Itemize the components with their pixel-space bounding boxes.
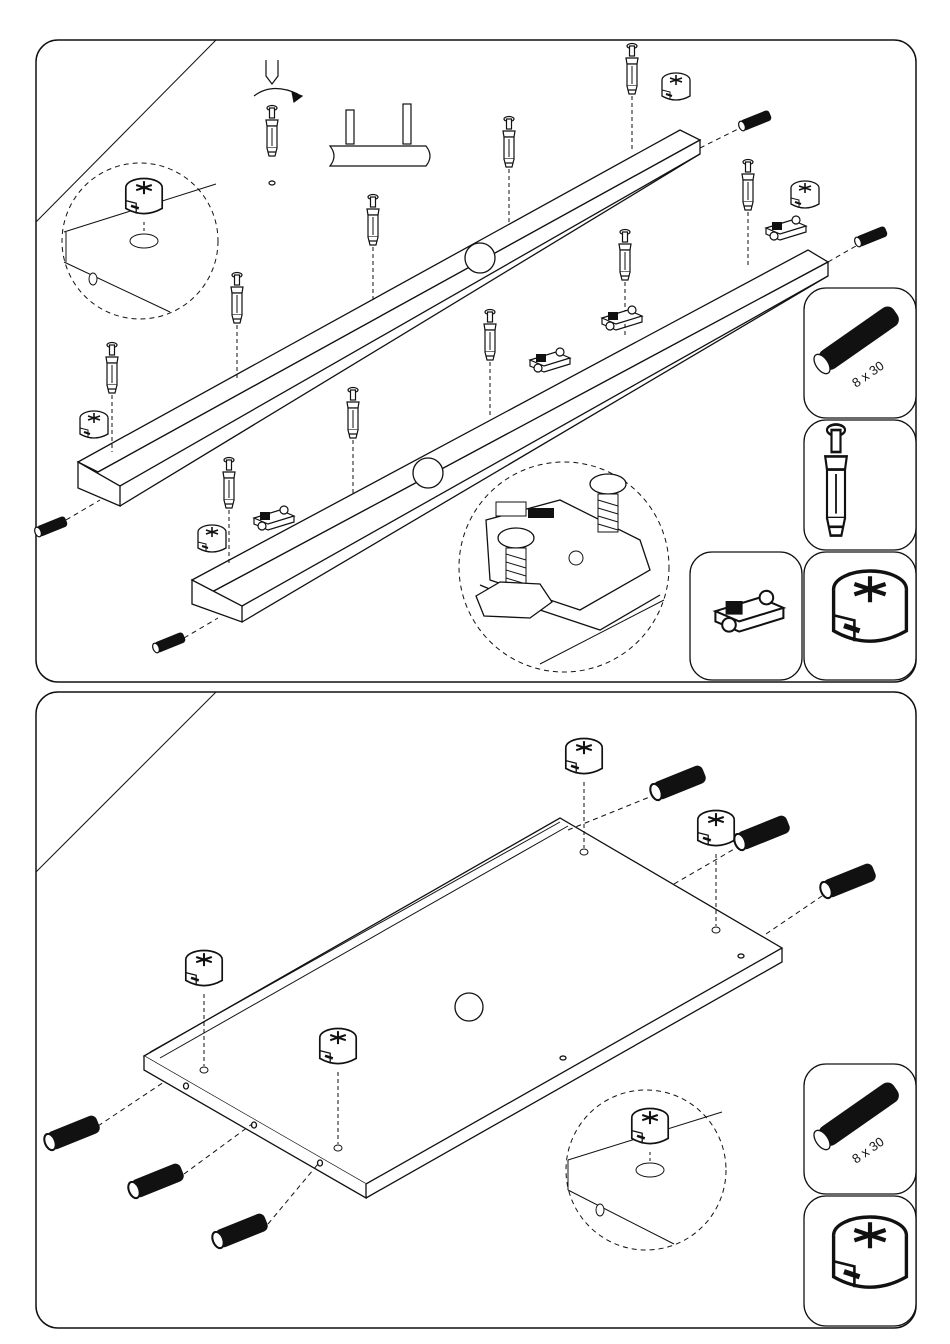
callout-dowel-8x30-bottom: 8 x 30 xyxy=(804,1064,916,1194)
callout-cam-lock-top xyxy=(804,552,916,680)
cam-lock-detail-view-bottom xyxy=(566,1090,726,1250)
cam-lock-icon xyxy=(834,1217,907,1287)
bolt-insertion-detail xyxy=(330,104,430,166)
callout-cam-lock-bottom xyxy=(804,1196,916,1326)
runner-bracket-detail-view xyxy=(459,462,669,672)
callout-runner-bracket-top xyxy=(690,552,802,680)
step-bottom-panel: 8 x 30 xyxy=(36,692,916,1328)
callout-dowel-8x30-top: 8 x 30 xyxy=(804,288,916,418)
screwdriver-illustration xyxy=(254,60,302,185)
cam-lock-icon xyxy=(834,571,907,641)
corner-guide-line-bottom xyxy=(36,692,216,872)
callout-cam-bolt-top xyxy=(804,420,916,550)
cam-lock-detail-view xyxy=(62,163,218,319)
step-top-panel: 8 x 30 xyxy=(33,40,916,682)
